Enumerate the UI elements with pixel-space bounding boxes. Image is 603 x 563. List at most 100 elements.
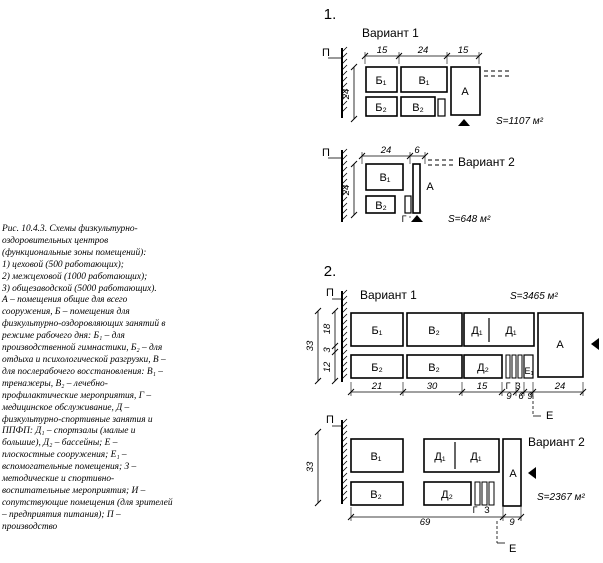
room-v2 [406, 354, 463, 379]
room-g [404, 195, 412, 214]
room-label: В₂ [428, 362, 440, 374]
room-a [412, 163, 421, 214]
caption-line: тренажеры, В₂ – лечебно- [2, 378, 108, 389]
wall-hatch [341, 100, 348, 107]
caption-line: вспомогательные помещения; З – [2, 462, 137, 473]
room-label-e1: Е₁ [524, 366, 533, 376]
dimension-value: 69 [420, 517, 431, 528]
wall-hatch [341, 295, 348, 302]
entrance-arrow [528, 467, 536, 479]
room-b1 [365, 66, 398, 93]
room-z [511, 354, 517, 379]
wall-hatch [341, 478, 348, 485]
dimension-value: 15 [477, 381, 488, 392]
entrance-arrow [591, 338, 599, 350]
dimension-value: 9 [527, 391, 533, 402]
wall-hatch [341, 148, 348, 155]
caption-line: ППФП: Д₁ – спортзалы (малые и [2, 426, 136, 437]
room-label: Б₁ [372, 325, 383, 337]
area-e-label: Е [546, 410, 553, 422]
wall-hatch [341, 94, 348, 101]
dimension-value: 9 [506, 391, 512, 402]
room-label-g: Г [473, 505, 478, 515]
room-label: Д₁ [470, 451, 481, 463]
room-label: Б₂ [371, 362, 383, 374]
wall-hatch [341, 454, 348, 461]
wall-hatch [341, 76, 348, 83]
section-number-2: 2. [324, 263, 337, 280]
dimension-value: 3 [322, 347, 333, 353]
dimension-value: 9 [509, 517, 515, 528]
caption-line: физкультурно-спортивные занятия и [2, 414, 153, 425]
area-value: S=1107 м² [496, 116, 544, 127]
room-v1 [365, 163, 404, 191]
wall-hatch [341, 46, 348, 53]
room-d1-group [463, 312, 535, 347]
caption-line: для послерабочего восстановления: В₁ – [2, 366, 163, 377]
room-a [502, 438, 522, 507]
room-label-g: Г [402, 214, 407, 224]
caption-line: Рис. 10.4.3. Схемы физкультурно- [2, 224, 138, 234]
dimension-value: 6 [414, 145, 420, 156]
wall-hatch [341, 361, 348, 368]
entrance-arrow [458, 119, 470, 126]
wall-hatch [341, 307, 348, 314]
variant-title: Вариант 1 [362, 26, 419, 40]
wall-hatch [341, 337, 348, 344]
room-d2 [463, 354, 503, 379]
wall-hatch [341, 472, 348, 479]
room-a [537, 312, 584, 378]
room-label-g: Г [506, 381, 511, 391]
caption-line: профилактические мероприятия, Г – [2, 390, 152, 401]
dimension-tick [350, 115, 358, 123]
entrance-arrow [411, 215, 423, 222]
production-label: П [326, 414, 334, 426]
wall-hatch [341, 184, 348, 191]
wall-hatch [341, 208, 348, 215]
wall-hatch [341, 436, 348, 443]
wall-hatch [341, 430, 348, 437]
caption-line: сооружения, Б – помещения для [2, 307, 130, 318]
wall-hatch [341, 325, 348, 332]
dimension-value: 6 [518, 391, 524, 402]
room-label: А [556, 339, 564, 351]
dimension-value: 15 [458, 45, 469, 56]
wall-hatch [341, 214, 348, 221]
room-b2 [365, 96, 398, 117]
dimension-value: 15 [377, 45, 388, 56]
caption-line: режиме рабочего дня: Б₁ – для [2, 331, 125, 342]
dimension-value: 33 [305, 461, 316, 472]
wall-hatch [341, 448, 348, 455]
dimension-tick [314, 499, 322, 507]
room-v2 [365, 195, 396, 214]
dimension-tick [314, 307, 322, 315]
room-label: Б₂ [375, 102, 387, 114]
room-v2 [406, 312, 463, 347]
wall-hatch [341, 106, 348, 113]
room-g [437, 98, 446, 117]
caption-line: большие), Д₂ – бассейны; Е – [2, 438, 118, 449]
wall-hatch [341, 319, 348, 326]
room-label: А [509, 468, 517, 480]
room-label: В₁ [370, 451, 381, 463]
area-e-label: Е [509, 543, 516, 555]
wall-hatch [341, 154, 348, 161]
wall-hatch [341, 367, 348, 374]
room-label: Д₂ [441, 489, 453, 501]
room-z [488, 481, 495, 506]
dimension-value: 33 [305, 340, 316, 351]
wall-hatch [341, 202, 348, 209]
wall-hatch [341, 496, 348, 503]
room-label: В₁ [418, 75, 429, 87]
room-g [474, 481, 481, 506]
room-label-z: З [484, 505, 489, 515]
caption-line: производство [2, 521, 58, 532]
dimension-tick [314, 428, 322, 436]
caption-line: А – помещения общие для всего [2, 295, 128, 306]
caption-line: 3) общезаводской (5000 работающих). [2, 283, 157, 294]
caption-line: сопутствующие помещения (для зрителей [2, 497, 173, 508]
room-label: А [461, 86, 469, 98]
wall-hatch [341, 70, 348, 77]
room-v1 [400, 66, 448, 93]
wall-hatch [341, 460, 348, 467]
